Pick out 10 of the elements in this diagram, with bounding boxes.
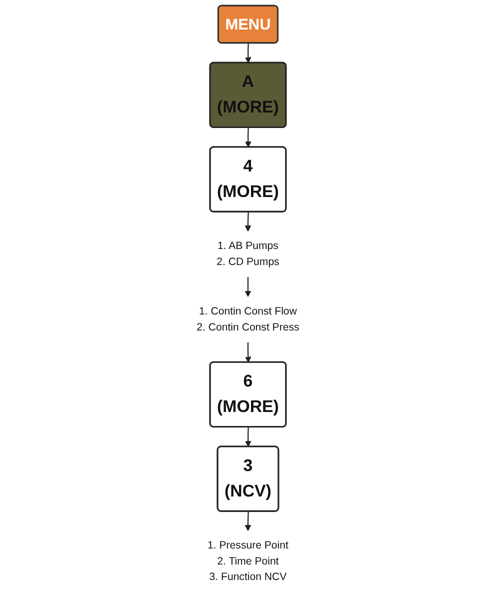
arrow <box>245 342 252 363</box>
arrow <box>245 128 252 148</box>
node-text: 1. Pressure Point 2. Time Point 3. Function NCV <box>208 539 288 583</box>
arrow <box>245 43 252 64</box>
node-text: 1. AB Pumps 2. CD Pumps <box>216 240 280 268</box>
node-text: 1. Contin Const Flow 2. Contin Const Press <box>196 305 300 333</box>
arrow <box>244 212 252 232</box>
arrow <box>244 277 252 297</box>
arrow <box>244 511 252 532</box>
arrow <box>245 427 252 448</box>
